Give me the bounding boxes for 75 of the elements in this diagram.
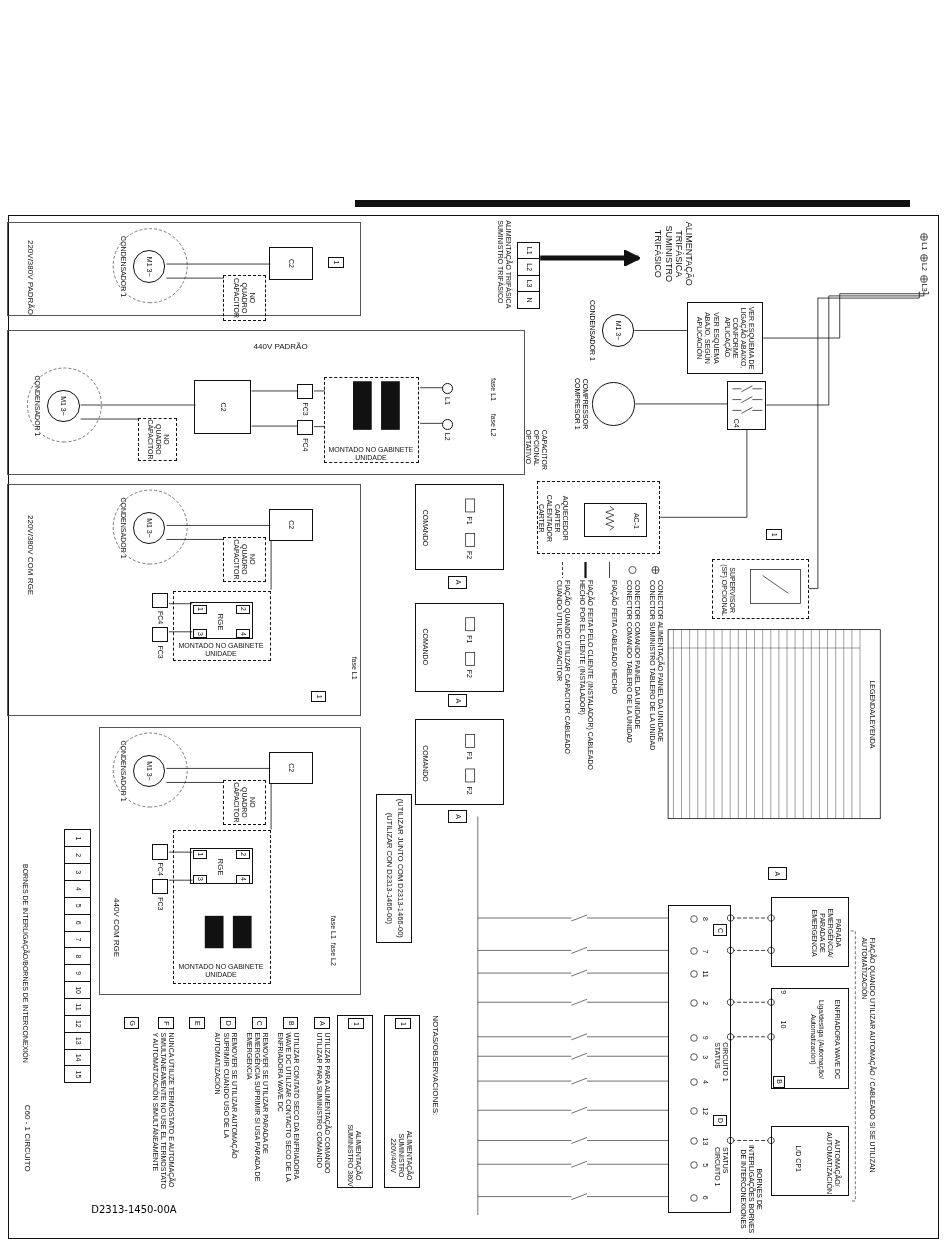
dashed-wire xyxy=(726,998,775,1006)
capacitor-enclosure xyxy=(222,275,267,321)
contactor-box xyxy=(269,247,313,280)
enclosure-box xyxy=(172,830,271,984)
dashed-wire xyxy=(726,1033,775,1041)
capacitor-enclosure xyxy=(138,417,178,462)
wire xyxy=(251,425,299,427)
panel-title: 440V PADRÃO xyxy=(252,341,309,352)
dashed-wire xyxy=(726,946,775,954)
wiring-panel xyxy=(98,726,361,995)
control-box xyxy=(415,719,505,805)
wire xyxy=(168,631,193,633)
capacitor-enclosure xyxy=(222,536,267,582)
info-box xyxy=(384,1015,421,1188)
contactor-box xyxy=(269,751,313,784)
wire xyxy=(168,879,193,881)
contactor-box xyxy=(194,380,251,435)
supply-heading: ALIMENTAÇÃO TRIFÁSICA SUMINISTRO TRIFÁSICO xyxy=(638,222,709,286)
info-box xyxy=(376,793,413,943)
component-label: RGE xyxy=(215,612,227,633)
wire xyxy=(168,603,193,605)
arrow xyxy=(540,249,641,267)
terminal-block xyxy=(64,829,91,1084)
panel-title: 220V/380V COM RGE xyxy=(25,514,37,598)
wire xyxy=(166,277,224,279)
drawing-number: D2313-1450-00A xyxy=(90,1202,178,1217)
enclosure-box xyxy=(323,376,420,464)
info-box xyxy=(686,302,764,374)
dashed-wire xyxy=(726,914,775,922)
wire xyxy=(251,390,299,392)
component-label: RGE xyxy=(215,857,227,878)
wire xyxy=(80,418,140,420)
enclosure-box xyxy=(172,590,271,661)
control-box xyxy=(415,602,505,693)
contactor-box xyxy=(727,381,767,430)
wiring-panel xyxy=(6,330,525,476)
wire xyxy=(166,525,271,526)
circuit-title: C60 - 1 CIRCUITO xyxy=(21,1104,32,1174)
wire xyxy=(659,429,748,518)
enclosure-box xyxy=(711,559,809,619)
info-box xyxy=(337,1015,374,1188)
wire xyxy=(166,263,271,265)
wire xyxy=(313,426,326,427)
dashed-wire xyxy=(726,1136,775,1145)
wire xyxy=(419,422,444,424)
wire xyxy=(168,851,193,853)
control-box xyxy=(415,483,505,571)
capacitor-enclosure xyxy=(222,779,267,825)
wire xyxy=(166,782,224,783)
wire xyxy=(166,539,224,540)
panel-title: 440V COM RGE xyxy=(111,897,123,960)
wire xyxy=(313,390,326,392)
wire xyxy=(808,291,920,589)
wire xyxy=(270,782,272,830)
wire xyxy=(419,387,444,389)
wire xyxy=(80,404,196,406)
wire xyxy=(762,291,930,339)
info-box xyxy=(771,1126,850,1196)
terminal-block xyxy=(516,241,541,309)
enclosure-box xyxy=(537,480,661,555)
wire xyxy=(634,330,688,331)
wire xyxy=(634,403,728,405)
info-box xyxy=(584,503,647,537)
terminal-strip xyxy=(668,905,731,1213)
control-module-box xyxy=(190,847,253,885)
wire xyxy=(766,291,925,406)
contactor-box xyxy=(269,508,313,541)
wire xyxy=(166,768,271,769)
notes-heading: NOTAS/OBSERVACIONES: xyxy=(430,1015,441,1118)
control-module-box xyxy=(190,602,253,640)
info-box xyxy=(771,897,850,967)
wiring-panel xyxy=(6,483,361,716)
panel-title: 220V/380V PADRÃO xyxy=(25,238,37,317)
info-box xyxy=(771,988,850,1089)
wire xyxy=(270,539,272,591)
